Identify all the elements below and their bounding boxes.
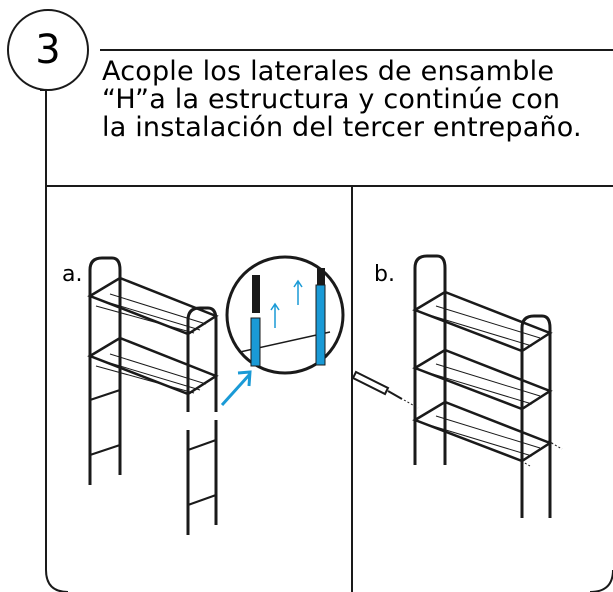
step-number: 3 xyxy=(35,27,61,73)
step-circle xyxy=(7,9,89,91)
magnifier-detail xyxy=(220,255,345,407)
panel-label-b: b. xyxy=(374,262,395,287)
shelf-illustration-a xyxy=(87,256,219,535)
pointer-arrow-icon xyxy=(220,370,252,407)
shelf-illustration-b xyxy=(412,254,553,518)
instruction-line-2: “H”a la estructura y continúe con xyxy=(102,84,561,115)
up-arrow-icon xyxy=(270,302,280,328)
screw-dashes xyxy=(517,440,563,467)
up-arrow-icon xyxy=(293,279,303,305)
screwdriver-icon xyxy=(351,370,419,409)
panel-label-a: a. xyxy=(62,262,83,287)
instruction-line-3: la instalación del tercer entrepaño. xyxy=(102,112,582,143)
instruction-line-1: Acople los laterales de ensamble xyxy=(102,56,555,87)
instruction-text: Acople los laterales de ensamble “H”a la… xyxy=(102,58,602,142)
